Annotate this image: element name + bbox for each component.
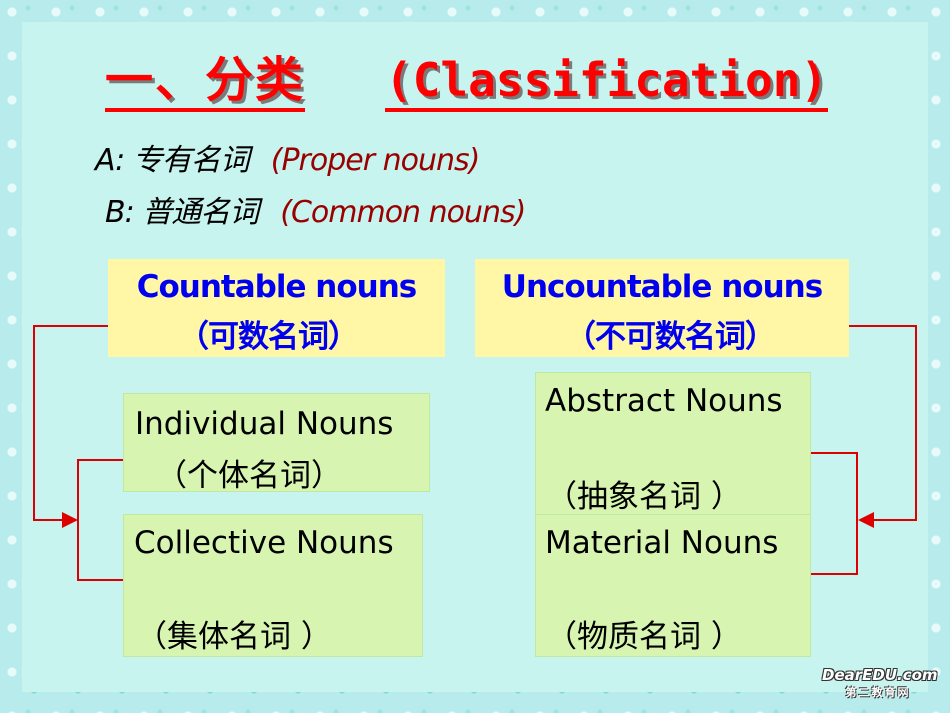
individual-nouns-box: Individual Nouns （个体名词） (123, 393, 430, 494)
material-nouns-label: Material Nouns (545, 525, 779, 561)
collective-nouns-chinese: （集体名词 ） (136, 619, 332, 655)
individual-nouns-chinese: （个体名词） (156, 458, 342, 494)
countable-nouns-chinese: （可数名词） (178, 319, 359, 355)
collective-nouns-label: Collective Nouns (134, 525, 394, 561)
abstract-nouns-label: Abstract Nouns (545, 383, 783, 419)
abstract-nouns-box: Abstract Nouns （抽象名词 ） (535, 372, 811, 515)
subtitle-proper-english: (Proper nouns) (270, 143, 481, 178)
subtitle-proper: A: 专有名词 (Proper nouns) (95, 135, 481, 179)
title-english: (Classification) (385, 52, 829, 112)
uncountable-nouns-box: Uncountable nouns （不可数名词） (475, 259, 849, 357)
individual-nouns-label: Individual Nouns (135, 406, 394, 442)
subtitle-common-english: (Common nouns) (280, 195, 526, 230)
subtitle-common: B: 普通名词 (Common nouns) (105, 187, 526, 231)
abstract-nouns-chinese: （抽象名词 ） (546, 479, 742, 515)
uncountable-nouns-chinese: （不可数名词） (565, 319, 776, 355)
arrow-abstract-to-material (811, 452, 858, 575)
watermark-line2: 第二教育网 (845, 686, 911, 699)
collective-nouns-box: Collective Nouns （集体名词 ） (123, 514, 423, 657)
watermark-logo: DearEDU.com 第二教育网 (822, 666, 938, 704)
countable-nouns-label: Countable nouns (136, 269, 418, 305)
material-nouns-chinese: （物质名词 ） (546, 619, 742, 655)
subtitle-common-label: B: 普通名词 (105, 195, 259, 230)
title-chinese: 一、分类 (105, 52, 306, 112)
watermark-line1: DearEDU.com (822, 666, 938, 684)
material-nouns-box: Material Nouns （物质名词 ） (535, 514, 811, 657)
arrow-countable-to-collective (33, 325, 108, 528)
subtitle-proper-label: A: 专有名词 (95, 143, 250, 178)
countable-nouns-box: Countable nouns （可数名词） (108, 259, 445, 357)
arrow-individual-to-collective (77, 459, 123, 581)
arrow-uncountable-to-material (849, 325, 917, 528)
slide-title: 一、分类 (Classification) (105, 46, 865, 116)
uncountable-nouns-label: Uncountable nouns (501, 269, 823, 305)
